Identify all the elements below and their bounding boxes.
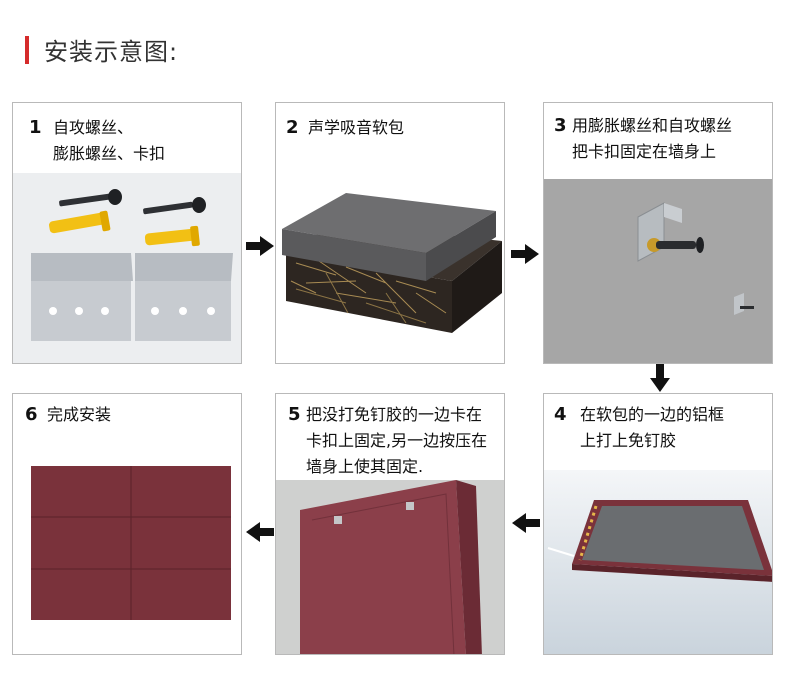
wall-panel <box>300 480 482 654</box>
right-arrow-icon <box>511 244 539 264</box>
step-text-line2: 把卡扣固定在墙身上 <box>572 142 717 161</box>
step-text-line1: 自攻螺丝、 <box>53 118 134 137</box>
screw-icon <box>59 189 122 207</box>
wall-anchor-icon <box>144 225 200 247</box>
step-number: 6 <box>25 404 38 425</box>
title-accent-bar <box>25 36 29 64</box>
panel-on-wall-image <box>276 480 504 654</box>
step-card-5: 5 把没打免钉胶的一边卡在 卡扣上固定,另一边按压在 墙身上使其固定. <box>275 393 505 655</box>
step-number: 5 <box>288 404 301 425</box>
step-card-3: 3 用膨胀螺丝和自攻螺丝 把卡扣固定在墙身上 <box>543 102 773 364</box>
mounting-clip <box>31 253 133 341</box>
right-arrow-icon <box>246 236 274 256</box>
screw-icon <box>647 237 704 253</box>
step-number: 3 <box>554 115 567 136</box>
page-title: 安装示意图: <box>44 38 179 66</box>
step-text-line1: 声学吸音软包 <box>308 118 405 137</box>
down-arrow-icon <box>650 364 670 392</box>
step-text-line2: 上打上免钉胶 <box>580 431 677 450</box>
step-card-6: 6 完成安装 <box>12 393 242 655</box>
panel-frame <box>572 500 772 582</box>
mounting-clip <box>135 253 233 341</box>
step-number: 1 <box>29 117 42 138</box>
left-arrow-icon <box>246 522 274 542</box>
mounting-clip <box>734 293 754 315</box>
screw-icon <box>143 197 206 215</box>
step-number: 2 <box>286 117 299 138</box>
finished-wall-image <box>31 466 231 620</box>
clip-on-wall-image <box>544 179 772 363</box>
step-text-line1: 完成安装 <box>47 405 112 424</box>
gray-panel <box>282 193 496 281</box>
step-text-line1: 用膨胀螺丝和自攻螺丝 <box>572 116 733 135</box>
step-text-line3: 墙身上使其固定. <box>306 457 424 476</box>
step-text-line1: 在软包的一边的铝框 <box>580 405 725 424</box>
glue-nozzle <box>547 547 575 557</box>
wall-anchor-icon <box>49 210 111 234</box>
step-text-line2: 膨胀螺丝、卡扣 <box>53 144 166 163</box>
acoustic-panels-image <box>276 163 504 363</box>
step-text-line1: 把没打免钉胶的一边卡在 <box>306 405 483 424</box>
step-number: 4 <box>554 404 567 425</box>
glue-line <box>578 505 598 561</box>
step-card-4: 4 在软包的一边的铝框 上打上免钉胶 <box>543 393 773 655</box>
left-arrow-icon <box>512 513 540 533</box>
step-card-2: 2 声学吸音软包 <box>275 102 505 364</box>
step-card-1: 1 自攻螺丝、 膨胀螺丝、卡扣 <box>12 102 242 364</box>
screws-and-clips-image <box>13 173 241 363</box>
step-text-line2: 卡扣上固定,另一边按压在 <box>306 431 488 450</box>
glue-on-frame-image <box>544 470 772 654</box>
